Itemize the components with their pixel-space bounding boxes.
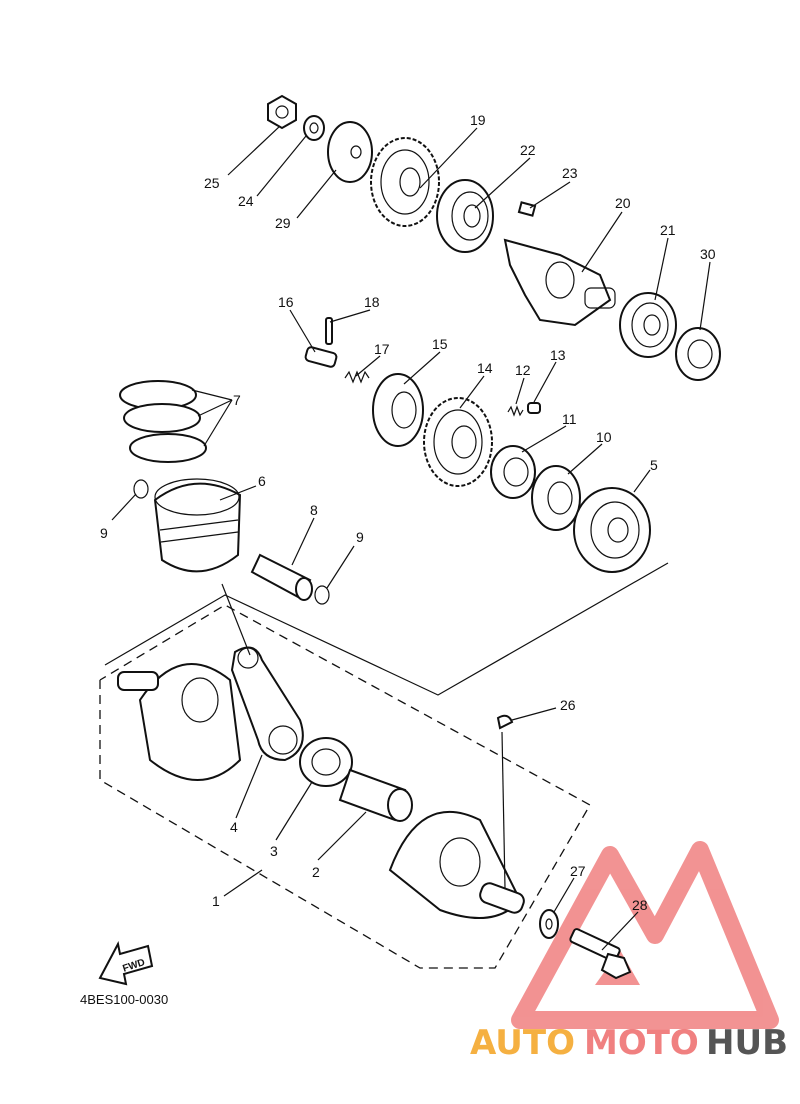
part-circlip-right — [314, 585, 330, 605]
forward-arrow-icon: FWD — [98, 941, 154, 986]
part-damper-plate — [372, 373, 424, 447]
callout-25: 25 — [204, 175, 220, 191]
watermark-hub: HUB — [706, 1023, 788, 1063]
part-oil-seal — [675, 327, 721, 381]
callout-9b: 9 — [356, 529, 364, 545]
callout-21: 21 — [660, 222, 676, 238]
watermark-text: AUTO MOTO HUB — [470, 1023, 788, 1063]
callout-27: 27 — [570, 863, 586, 879]
callout-22: 22 — [520, 142, 536, 158]
part-needle-bearing — [299, 737, 353, 787]
part-piston — [153, 478, 242, 573]
callout-15: 15 — [432, 336, 448, 352]
callout-4: 4 — [230, 819, 238, 835]
callout-2: 2 — [312, 864, 320, 880]
callout-18: 18 — [364, 294, 380, 310]
watermark-auto: AUTO — [470, 1023, 575, 1063]
callout-13: 13 — [550, 347, 566, 363]
callout-3: 3 — [270, 843, 278, 859]
callout-1: 1 — [212, 893, 220, 909]
part-woodruff-key — [496, 714, 514, 730]
callout-6: 6 — [258, 473, 266, 489]
callout-24: 24 — [238, 193, 254, 209]
watermark-logo-icon — [511, 841, 779, 1029]
callout-17: 17 — [374, 341, 390, 357]
part-crank-left — [117, 663, 242, 781]
watermark-moto: MOTO — [584, 1023, 699, 1063]
callout-20: 20 — [615, 195, 631, 211]
part-piston-pin — [250, 553, 313, 601]
part-nut — [267, 94, 297, 130]
callout-11: 11 — [562, 411, 577, 427]
callout-28: 28 — [632, 897, 648, 913]
callout-14: 14 — [477, 360, 493, 376]
callout-8: 8 — [310, 502, 318, 518]
part-crank-right — [388, 810, 525, 919]
part-circlip-left — [133, 479, 149, 499]
part-crankpin — [338, 768, 413, 822]
part-key — [517, 201, 537, 217]
part-connecting-rod — [230, 646, 304, 762]
part-washer-plate — [531, 465, 581, 531]
part-bearing-main — [573, 487, 651, 573]
callout-23: 23 — [562, 165, 578, 181]
part-spring — [344, 370, 370, 384]
part-balancer-shaft — [503, 238, 616, 327]
part-bearing-right — [619, 292, 677, 358]
callout-12: 12 — [515, 362, 531, 378]
part-washer — [539, 909, 559, 939]
part-thrust-plate — [327, 121, 373, 183]
callout-30: 30 — [700, 246, 716, 262]
callout-29: 29 — [275, 215, 291, 231]
callout-10: 10 — [596, 429, 612, 445]
callout-9a: 9 — [100, 525, 108, 541]
part-piston-rings — [119, 380, 207, 463]
callout-5: 5 — [650, 457, 658, 473]
assembly-dashed-outline — [99, 604, 591, 969]
part-lock-washer — [303, 115, 325, 141]
callout-16: 16 — [278, 294, 294, 310]
part-drive-gear — [370, 137, 440, 227]
callout-26: 26 — [560, 697, 576, 713]
part-small-spring — [507, 402, 541, 417]
callout-19: 19 — [470, 112, 486, 128]
part-primary-gear — [423, 397, 493, 487]
leader-lines — [111, 125, 711, 951]
part-bolt — [569, 928, 632, 980]
diagram-code: 4BES100-0030 — [80, 992, 168, 1007]
part-collar — [490, 445, 536, 499]
part-pin — [304, 317, 338, 368]
callout-labels: 1 2 3 4 5 6 7 8 9 9 10 11 12 13 14 15 16… — [100, 112, 716, 913]
part-bearing-upper — [436, 179, 494, 253]
callout-7: 7 — [233, 392, 241, 408]
